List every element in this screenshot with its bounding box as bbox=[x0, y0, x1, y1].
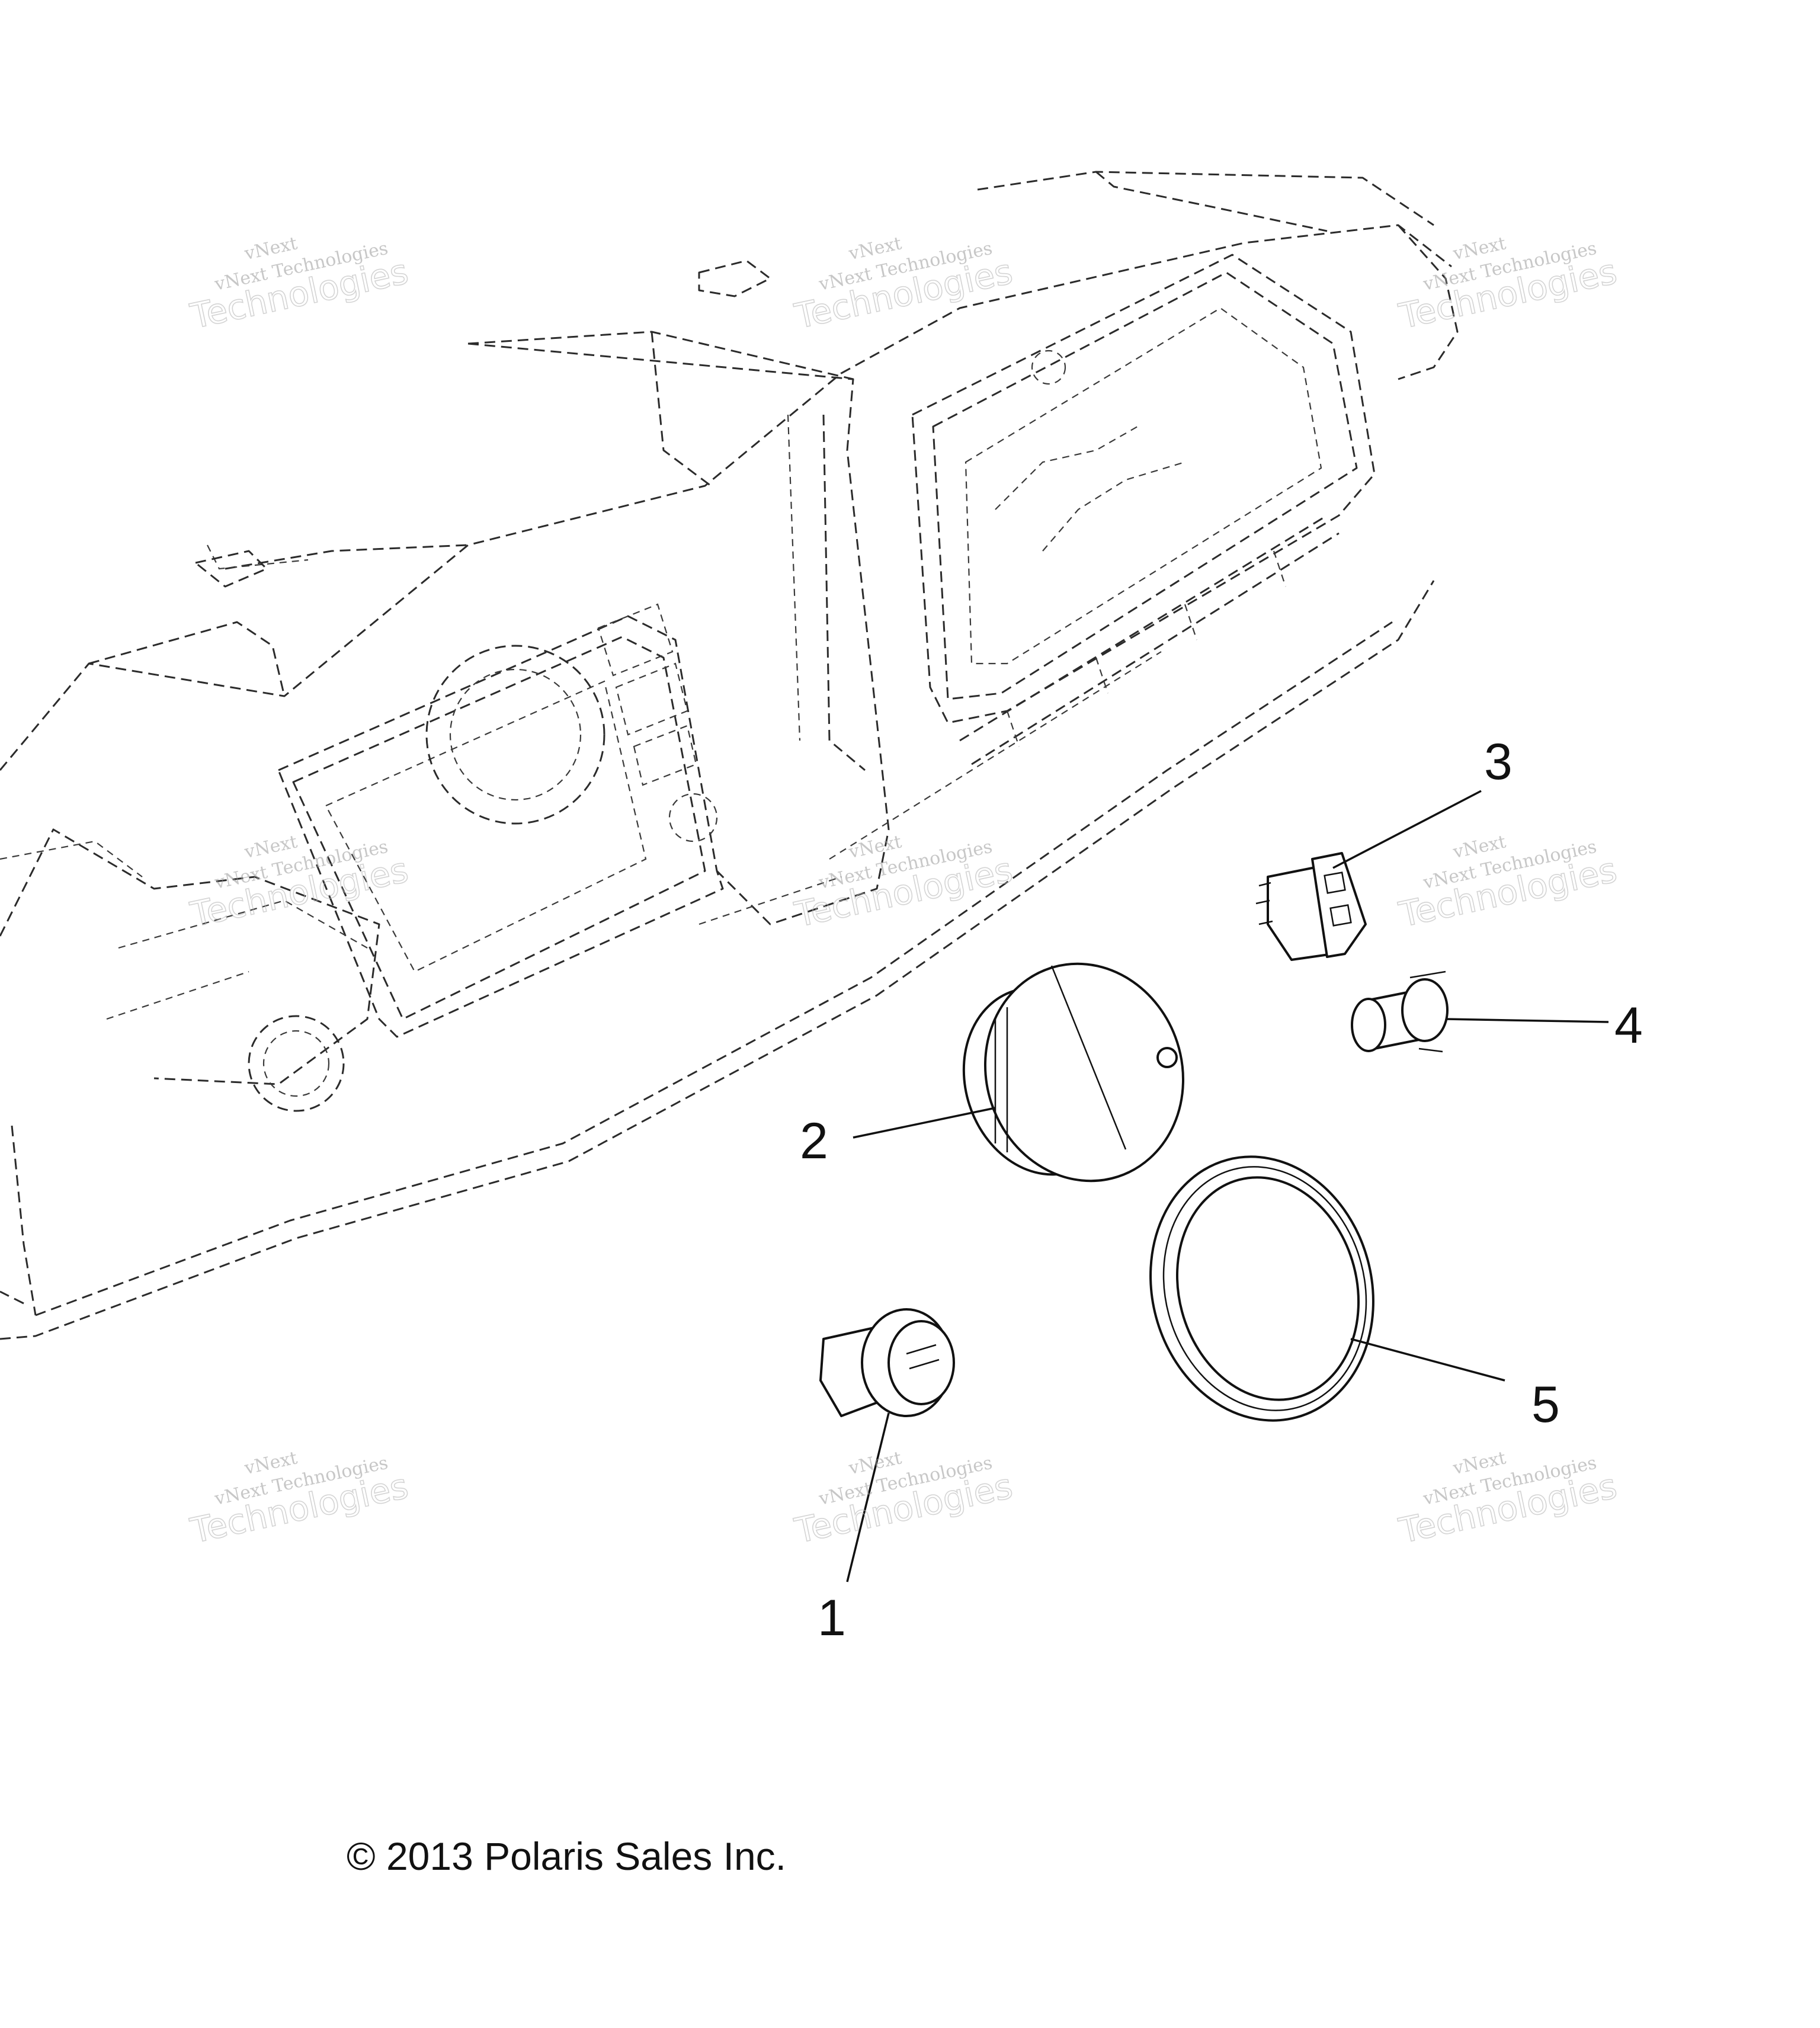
watermark: vNext vNext Technologies Technologies bbox=[1395, 233, 1621, 337]
part-2-speedometer bbox=[962, 962, 1185, 1183]
part-1-ignition bbox=[819, 1308, 955, 1417]
callout-4: 4 bbox=[1614, 997, 1643, 1054]
watermark: vNext vNext Technologies Technologies bbox=[791, 233, 1017, 337]
watermark: vNext vNext Technologies Technologies bbox=[1395, 831, 1621, 935]
watermark: vNext vNext Technologies Technologies bbox=[187, 1447, 412, 1552]
watermark: vNext vNext Technologies Technologies bbox=[791, 831, 1017, 935]
part-5-bezel bbox=[1149, 1155, 1374, 1422]
callout-1: 1 bbox=[818, 1590, 846, 1646]
watermark: vNext vNext Technologies Technologies bbox=[791, 1447, 1017, 1552]
watermark: vNext vNext Technologies Technologies bbox=[187, 831, 412, 935]
callout-3: 3 bbox=[1484, 733, 1513, 790]
copyright-text: © 2013 Polaris Sales Inc. bbox=[347, 1834, 787, 1878]
leader-lines bbox=[846, 790, 1609, 1582]
callout-5: 5 bbox=[1531, 1376, 1560, 1433]
part-4-socket bbox=[1351, 970, 1449, 1053]
watermark: vNext vNext Technologies Technologies bbox=[187, 233, 412, 337]
dashboard-outline bbox=[0, 171, 1459, 1340]
watermark: vNext vNext Technologies Technologies bbox=[1395, 1447, 1621, 1552]
callout-2: 2 bbox=[800, 1113, 828, 1170]
callouts: 1 2 3 4 5 bbox=[800, 733, 1643, 1646]
part-3-switch bbox=[1255, 852, 1367, 961]
